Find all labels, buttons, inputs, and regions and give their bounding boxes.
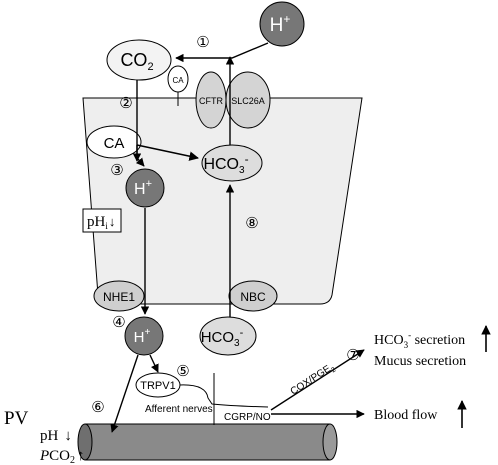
arrow-to-h-cytosol [135, 145, 145, 167]
step-numbers: ① ② ③ ④ ⑤ ⑥ ⑦ ⑧ [91, 34, 359, 416]
svg-text:H+: H+ [270, 12, 291, 36]
arrow-to-hco3-cytosol [136, 144, 199, 161]
pv-label: PV [4, 408, 29, 429]
carbonic-anhydrase-membrane: CA [167, 65, 189, 106]
cftr-label: CFTR [199, 96, 223, 106]
co2-lumen: CO2 [106, 39, 172, 81]
ca-large-label: CA [104, 135, 125, 152]
arrow-h-to-trpv1 [149, 354, 159, 373]
h-plus-cytosol: H+ [125, 168, 165, 208]
trpv1-label: TRPV1 [140, 380, 175, 392]
svg-text:H+: H+ [134, 178, 152, 198]
blood-vessel [77, 423, 338, 461]
nhe1-label: NHE1 [103, 290, 135, 304]
step-1: ① [196, 34, 209, 51]
hco3-secretion-label: HCO3- secretion [374, 330, 465, 350]
slc26a-transporter: SLC26A [225, 71, 271, 129]
hco3-cytosol: HCO3- [201, 144, 263, 182]
svg-text:H+: H+ [134, 327, 151, 346]
svg-text:HCO3-: HCO3- [203, 152, 248, 176]
carbonic-anhydrase-cytosol: CA [86, 125, 142, 159]
cgrp-no-label: CGRP/NO [224, 412, 271, 423]
hco3-interstitial: HCO3- [199, 316, 257, 356]
blood-flow-label: Blood flow [374, 408, 438, 423]
nbc-label: NBC [240, 290, 266, 304]
step-2: ② [119, 95, 132, 112]
h-plus-interstitial: H+ [124, 316, 164, 356]
svg-text:pHi↓: pHi↓ [87, 214, 115, 231]
cftr-channel: CFTR [195, 71, 227, 129]
svg-text:CO2: CO2 [120, 50, 153, 73]
nhe1-transporter: NHE1 [93, 280, 145, 312]
intracellular-ph-box: pHi↓ [82, 208, 122, 233]
cox-pge2-label: COX/PGE2 [289, 361, 338, 399]
step-8: ⑧ [245, 215, 258, 232]
nbc-transporter: NBC [228, 280, 278, 312]
arrow-h-to-vessel [110, 354, 139, 433]
arrow-to-secretion [270, 349, 365, 411]
flow-arrows [110, 42, 491, 433]
afferent-nerves-label: Afferent nerves [145, 404, 213, 415]
svg-text:HCO3-: HCO3- [201, 327, 244, 349]
step-3: ③ [110, 162, 123, 179]
slc26a-label: SLC26A [231, 96, 265, 106]
vessel-ph-label: pH↓ [40, 428, 72, 444]
step-7: ⑦ [346, 347, 359, 364]
ca-small-label: CA [172, 76, 184, 85]
step-5: ⑤ [176, 363, 189, 380]
step-6: ⑥ [91, 399, 104, 416]
step-4: ④ [112, 314, 125, 331]
arrow-h-to-co2 [175, 42, 269, 63]
h-plus-lumen: H+ [259, 1, 305, 47]
mucus-secretion-label: Mucus secretion [374, 354, 466, 369]
vessel-pco2-label: PCO2↑ [39, 448, 85, 465]
trpv1-receptor: TRPV1 [135, 372, 181, 398]
afferent-nerve-fibre [179, 384, 269, 408]
